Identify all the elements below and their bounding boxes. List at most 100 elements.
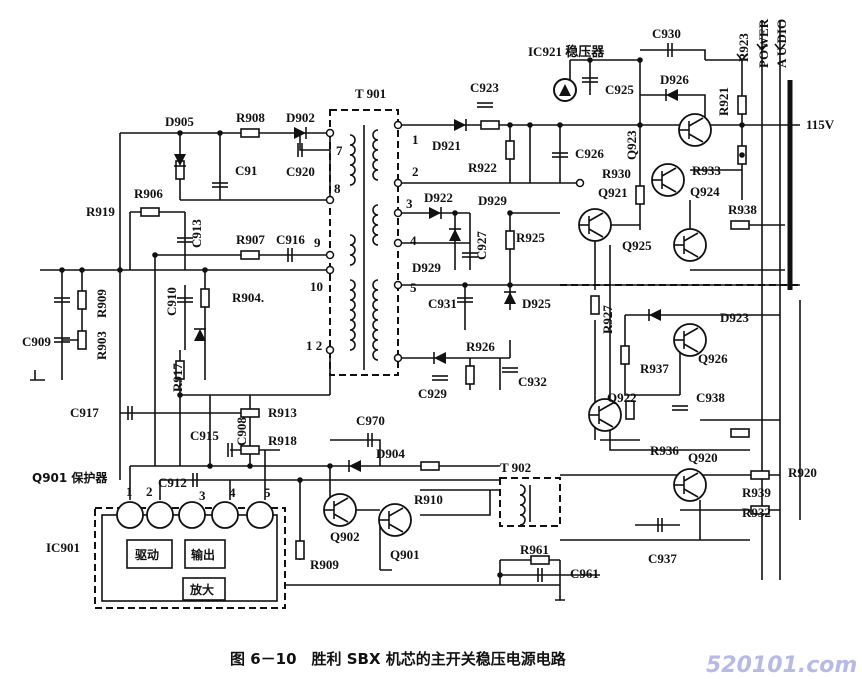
- label-c916: C916: [276, 232, 305, 247]
- resistor: [420, 461, 440, 471]
- resistor: [240, 128, 260, 138]
- label-r917: R917: [170, 363, 185, 392]
- capacitor: [127, 406, 133, 420]
- label-q902: Q902: [330, 529, 360, 544]
- diode: [454, 119, 467, 131]
- label-r919: R919: [86, 204, 115, 219]
- resistor: [730, 428, 750, 438]
- diode: [174, 154, 186, 167]
- label-q920: Q920: [688, 450, 718, 465]
- capacitor: [287, 248, 293, 262]
- label-c917: C917: [70, 405, 99, 420]
- ic-pin-5: 5: [264, 485, 271, 500]
- transistor: [588, 398, 622, 432]
- transistor: [651, 163, 685, 197]
- label-r910: R910: [414, 492, 443, 507]
- label-d905: D905: [165, 114, 194, 129]
- junction-dot: [507, 122, 513, 128]
- label-audio: A U DIO: [774, 19, 789, 68]
- label-r930: R930: [602, 166, 631, 181]
- resistor: [240, 250, 260, 260]
- pin-10: 10: [310, 279, 323, 294]
- transistor: [378, 503, 412, 537]
- output-block: [184, 539, 226, 569]
- junction-dot: [452, 210, 458, 216]
- capacitor: [297, 143, 303, 157]
- terminal-pin: [393, 280, 403, 290]
- connector-mark: [756, 43, 768, 52]
- label-q923: Q923: [624, 130, 639, 160]
- diode: [429, 207, 442, 219]
- wires: [30, 20, 801, 601]
- terminal-pin: [393, 238, 403, 248]
- diode: [504, 291, 516, 304]
- junction-dot: [587, 57, 593, 63]
- label-q901: Q901: [390, 547, 420, 562]
- terminal-pin: [393, 120, 403, 130]
- label-t901: T 901: [355, 86, 386, 101]
- label-d922: D922: [424, 190, 453, 205]
- capacitor: [582, 77, 598, 83]
- capacitor: [212, 182, 228, 188]
- ic901-pin: [116, 501, 144, 529]
- terminal-pin: [393, 353, 403, 363]
- transistor: [673, 228, 707, 262]
- junction-dot: [739, 152, 745, 158]
- t901-secondary-coil: [372, 204, 379, 246]
- terminal-pin: [325, 250, 335, 260]
- label-r913: R913: [268, 405, 297, 420]
- resistor: [590, 295, 600, 315]
- label-r922: R922: [468, 160, 497, 175]
- label-r918: R918: [268, 433, 297, 448]
- terminal-pin: [575, 178, 585, 188]
- t902-core-box: [499, 477, 561, 527]
- pin-7: 7: [336, 143, 343, 158]
- junction-dot: [217, 130, 223, 136]
- label-q924: Q924: [690, 184, 720, 199]
- label-r923: R923: [736, 33, 751, 62]
- transistor: [578, 208, 612, 242]
- capacitor: [502, 367, 518, 373]
- watermark-logo: 520101.com: [706, 653, 857, 678]
- label-c927: C927: [474, 231, 489, 260]
- resistor: [730, 220, 750, 230]
- label-d929-bottom: D929: [412, 260, 441, 275]
- ic901-pin: [211, 501, 239, 529]
- terminal-pin: [325, 265, 335, 275]
- drive-block: [126, 539, 173, 569]
- junction-dot: [59, 267, 65, 273]
- label-c930: C930: [652, 26, 681, 41]
- ic-pin-2: 2: [146, 484, 153, 499]
- amp-block: [182, 577, 226, 601]
- junction-dot: [297, 477, 303, 483]
- label-c913: C913: [189, 219, 204, 248]
- t901-secondary-coil: [372, 129, 379, 181]
- label-c961: C961: [570, 566, 599, 581]
- junction-dot: [327, 463, 333, 469]
- label-c912: C912: [158, 475, 187, 490]
- label-115v: 115V: [806, 117, 835, 132]
- resistor: [505, 230, 515, 250]
- diode: [194, 328, 206, 341]
- label-d904: D904: [376, 446, 405, 461]
- label-ic901: IC901: [46, 540, 80, 555]
- ic921-regulator-symbol: [553, 78, 577, 102]
- transistor: [673, 468, 707, 502]
- connector-mark: [774, 43, 786, 52]
- label-c908: C908: [234, 417, 249, 446]
- junction-dot: [637, 57, 643, 63]
- label-q926: Q926: [698, 351, 728, 366]
- terminal-pin: [325, 345, 335, 355]
- label-q925: Q925: [622, 238, 652, 253]
- capacitor: [54, 337, 70, 343]
- label-q922: Q922: [607, 390, 637, 405]
- label-r908: R908: [236, 110, 265, 125]
- capacitor: [537, 568, 543, 582]
- resistor: [465, 365, 475, 385]
- resistor: [625, 400, 635, 420]
- transistor: [323, 493, 357, 527]
- pin-8: 8: [334, 181, 341, 196]
- label-r904: R904.: [232, 290, 264, 305]
- label-r937: R937: [640, 361, 669, 376]
